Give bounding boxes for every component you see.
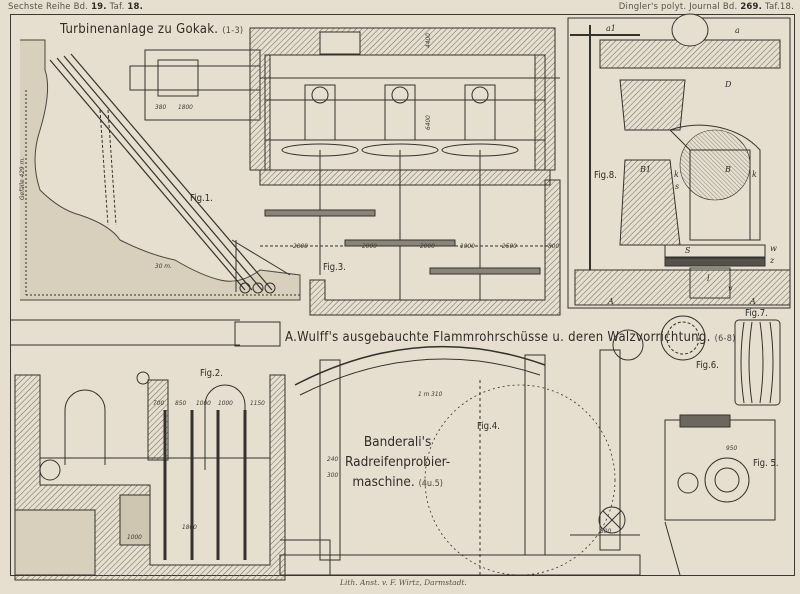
turbine-unit-3	[441, 84, 519, 157]
dim-fig2-e: 1150	[250, 399, 265, 407]
fig8-letter-v: v	[728, 284, 733, 293]
dim-fig3-e: 2500	[502, 242, 517, 250]
fig8-letter-S: S	[685, 246, 691, 255]
fig5-gear-detail	[664, 414, 776, 576]
fig8-letter-a1: a1	[606, 24, 616, 33]
fig8-letter-z: z	[770, 256, 775, 265]
fig8-letter-A: A	[608, 297, 614, 306]
fig7-corrugated-flue	[734, 319, 781, 406]
dim-fig3-v1: 4400	[424, 33, 432, 48]
fig8-letter-A2: A	[750, 297, 756, 306]
dim-fig2-b: 850	[175, 399, 187, 407]
dim-fig2-c: 1000	[196, 399, 211, 407]
fig8-letter-s: s	[675, 182, 680, 191]
dim-fig4-c: 300	[327, 471, 339, 479]
fig1-label: Fig.1.	[190, 193, 213, 204]
dim-slope: 30 m.	[155, 262, 172, 270]
fig1-penstock-drawing	[20, 39, 301, 301]
lithographer-credit: Lith. Anst. v. F. Wirtz, Darmstadt.	[340, 578, 467, 587]
fig8-label: Fig.8.	[594, 170, 617, 181]
fig8-letter-k2: k	[752, 170, 757, 179]
dim-fig3-b: 2000	[362, 242, 377, 250]
dim-fig4-b: 240	[327, 455, 339, 463]
fig4-label: Fig.4.	[477, 421, 500, 432]
dim-pipe-a: 380	[155, 103, 167, 111]
fig8-letter-D: D	[725, 80, 732, 89]
fig8-letter-k: k	[674, 170, 679, 179]
wulff-section-title: A.Wulff's ausgebauchte Flammrohrschüsse …	[285, 330, 736, 345]
fig6-label: Fig.6.	[696, 360, 719, 371]
fig2-label: Fig.2.	[200, 368, 223, 379]
dim-fig5-a: 950	[726, 444, 738, 452]
turbine-section-title: Turbinenanlage zu Gokak. (1-3)	[60, 22, 244, 37]
dim-fig2-a: 700	[153, 399, 165, 407]
fig3-turbine-house	[249, 27, 561, 316]
dim-fig2-g: 1000	[127, 533, 142, 541]
dim-fig3-f: 800	[548, 242, 560, 250]
fig3-label: Fig.3.	[323, 262, 346, 273]
header-series-volume: Sechste Reihe Bd. 19. Taf. 18.	[8, 2, 144, 12]
dim-fig4-d: 800	[600, 527, 612, 535]
fig8-letter-w: w	[770, 244, 777, 253]
dim-fig3-a: 2800	[293, 242, 308, 250]
banderali-section-title: Banderali's Radreifenprobier- maschine. …	[345, 434, 451, 490]
dim-pipe-b: 1800	[178, 103, 193, 111]
dim-fig2-f: 1800	[182, 523, 197, 531]
dim-fig2-d: 1000	[218, 399, 233, 407]
dim-fig3-d: 1000	[460, 242, 475, 250]
fig8-letter-B: B	[725, 165, 731, 174]
fig8-letter-a: a	[735, 26, 740, 35]
fig2-powerhouse-section	[10, 319, 286, 581]
fig5-label: Fig. 5.	[753, 458, 779, 469]
fig4-tyre-testing-machine	[279, 329, 644, 576]
fig8-rolling-machine	[567, 13, 791, 309]
dim-fig3-v2: 6400	[424, 115, 432, 130]
turbine-unit-1	[281, 84, 359, 157]
fig8-letter-l: l	[707, 274, 710, 283]
fig8-letter-B1: B1	[640, 165, 651, 174]
fig7-label: Fig.7.	[745, 308, 768, 319]
dim-gefaelle: Gefälle 429 m.	[18, 156, 26, 200]
dim-fig4-a: 1 m 310	[418, 390, 443, 398]
header-journal: Dingler's polyt. Journal Bd. 269. Taf.18…	[618, 2, 794, 12]
dim-fig3-c: 2000	[420, 242, 435, 250]
fig6-corrugated-ring	[660, 315, 706, 361]
